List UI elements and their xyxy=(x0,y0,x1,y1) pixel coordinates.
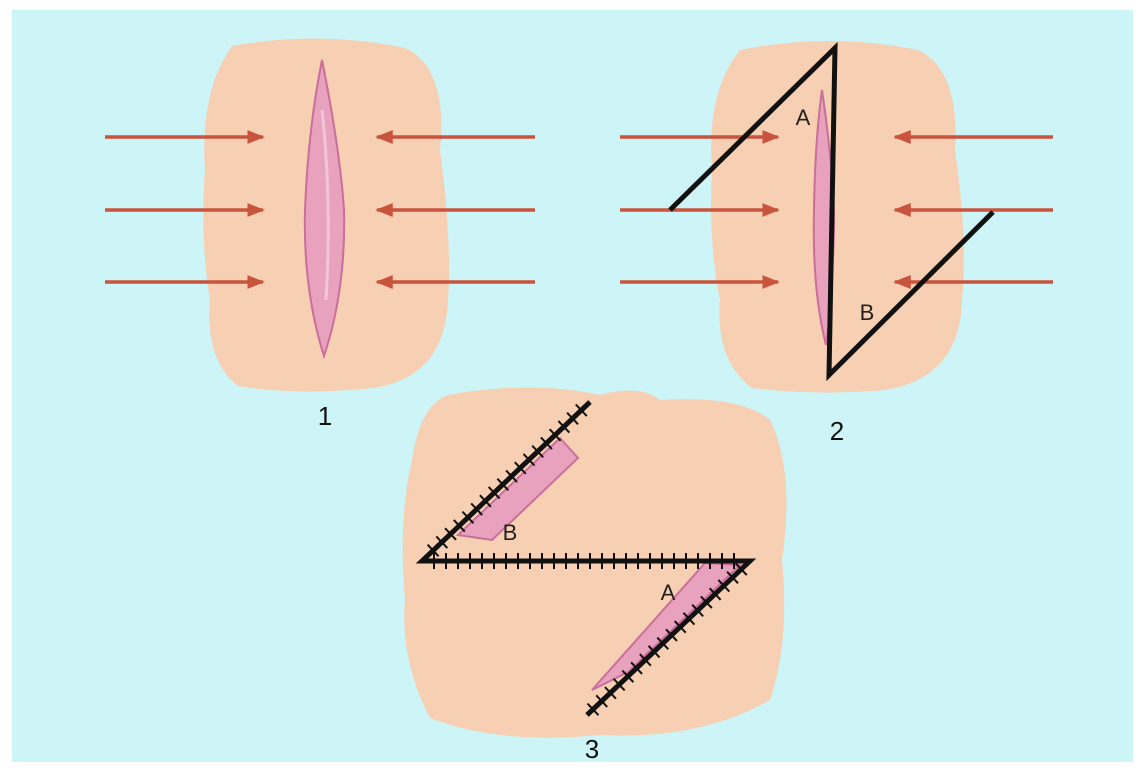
suture-tick xyxy=(682,612,696,626)
suture-tick xyxy=(487,486,501,500)
suture-tick xyxy=(479,494,492,508)
suture-tick xyxy=(548,428,562,442)
suture-tick xyxy=(604,686,617,700)
flap-label-b: B xyxy=(503,520,518,545)
suture-tick xyxy=(673,620,687,634)
tension-arrows xyxy=(105,130,535,289)
suture-tick xyxy=(708,587,722,601)
suture-tick xyxy=(566,411,579,425)
scar-highlight xyxy=(320,109,330,301)
suture-tick xyxy=(453,519,466,533)
suture-tick xyxy=(665,628,678,642)
suture-tick xyxy=(496,477,510,491)
suture-tick xyxy=(426,543,440,557)
suture-tick xyxy=(575,403,588,417)
suture-tick xyxy=(595,694,608,708)
z-incision xyxy=(668,41,995,382)
suture-tick xyxy=(639,653,652,667)
flap-label-a: A xyxy=(661,580,676,605)
suture-tick xyxy=(717,579,731,593)
panel-number-2: 2 xyxy=(830,416,844,446)
skin-patch xyxy=(711,41,964,393)
panel-number-1: 1 xyxy=(318,401,332,431)
suture-tick xyxy=(514,461,527,475)
suture-tick xyxy=(647,645,661,659)
suture-tick xyxy=(461,510,475,524)
suture-ticks xyxy=(426,403,748,716)
suture-tick xyxy=(505,469,518,483)
suture-tick xyxy=(444,527,457,541)
panel-2: A B 2 xyxy=(620,41,1053,446)
panel-1: 1 xyxy=(105,38,535,431)
suture-tick xyxy=(700,595,713,609)
suture-tick xyxy=(630,661,643,675)
suture-tick xyxy=(522,453,536,467)
transposed-flap-a xyxy=(591,561,743,691)
suture-tick xyxy=(435,535,449,549)
suture-tick xyxy=(531,444,544,458)
suture-tick xyxy=(540,436,553,450)
panel-3: B A 3 xyxy=(402,387,787,764)
vertical-scar xyxy=(303,59,346,360)
suture-tick xyxy=(470,502,483,516)
suture-tick xyxy=(735,562,748,576)
suture-tick xyxy=(726,570,739,584)
panel-number-3: 3 xyxy=(585,734,599,764)
suture-tick xyxy=(621,669,635,683)
suture-tick xyxy=(656,636,669,650)
flap-label-b: B xyxy=(860,300,875,325)
suture-tick xyxy=(557,420,571,434)
suture-tick xyxy=(586,702,600,716)
sutured-z-incision xyxy=(415,400,757,717)
flap-label-a: A xyxy=(796,105,811,130)
transposed-flap-b xyxy=(455,436,580,542)
suture-tick xyxy=(612,678,626,692)
suture-tick xyxy=(691,603,704,617)
